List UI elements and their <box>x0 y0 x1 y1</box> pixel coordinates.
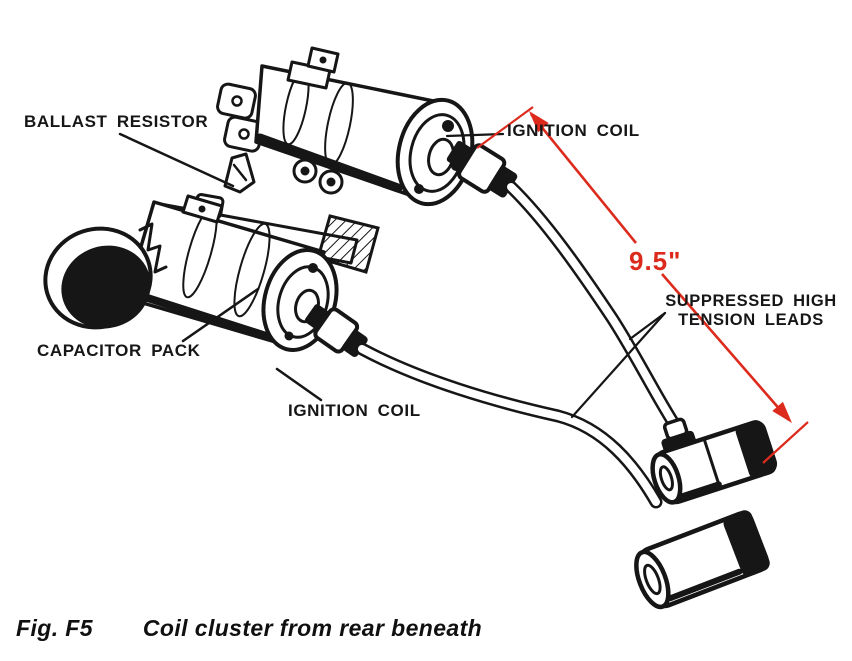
capacitor-pack-drawing <box>43 226 153 330</box>
high-tension-lead-top <box>504 180 685 437</box>
suppressed-leads-label-line2: TENSION LEADS <box>678 311 824 329</box>
ht-terminal-top <box>446 140 518 198</box>
arrowhead-top <box>529 111 549 133</box>
ballast-resistor-drawing <box>223 152 256 194</box>
dimension-extension-top <box>476 106 534 149</box>
hatched-bracket-plate <box>316 214 380 274</box>
ignition-coil-bottom-leader <box>275 367 323 402</box>
figure-number: Fig. F5 <box>16 615 93 641</box>
suppressed-leads-leader-1 <box>628 311 667 341</box>
coil-body-marking <box>138 222 168 274</box>
high-tension-lead-bottom <box>355 342 663 509</box>
figure-caption: Fig. F5 Coil cluster from rear beneath <box>16 615 482 642</box>
arrowhead-bottom <box>772 401 792 423</box>
suppressed-leads-label: SUPPRESSED HIGH TENSION LEADS <box>655 292 847 330</box>
figure-title: Coil cluster from rear beneath <box>142 615 483 641</box>
ballast-resistor-leader <box>118 132 235 188</box>
ballast-resistor-label: BALLAST RESISTOR <box>24 112 209 131</box>
coil-mount-ears <box>216 82 264 153</box>
dimension-arrow <box>476 106 809 464</box>
suppressor-connector-top <box>650 417 778 505</box>
suppressed-leads-label-line1: SUPPRESSED HIGH <box>665 292 837 310</box>
dimension-extension-bottom <box>762 421 809 464</box>
ignition-coil-bottom-label: IGNITION COIL <box>288 401 421 420</box>
ignition-coil-top-leader <box>445 132 505 138</box>
capacitor-pack-label: CAPACITOR PACK <box>37 341 201 360</box>
suppressor-connector-bottom <box>634 510 770 610</box>
suppressed-leads-leader-2 <box>570 311 667 419</box>
dimension-value-label: 9.5" <box>629 246 682 276</box>
ht-terminal-bottom <box>304 304 368 357</box>
ignition-coil-top-drawing <box>216 46 475 207</box>
capacitor-pack-leader <box>181 287 260 343</box>
ignition-coil-top-label: IGNITION COIL <box>507 121 640 140</box>
